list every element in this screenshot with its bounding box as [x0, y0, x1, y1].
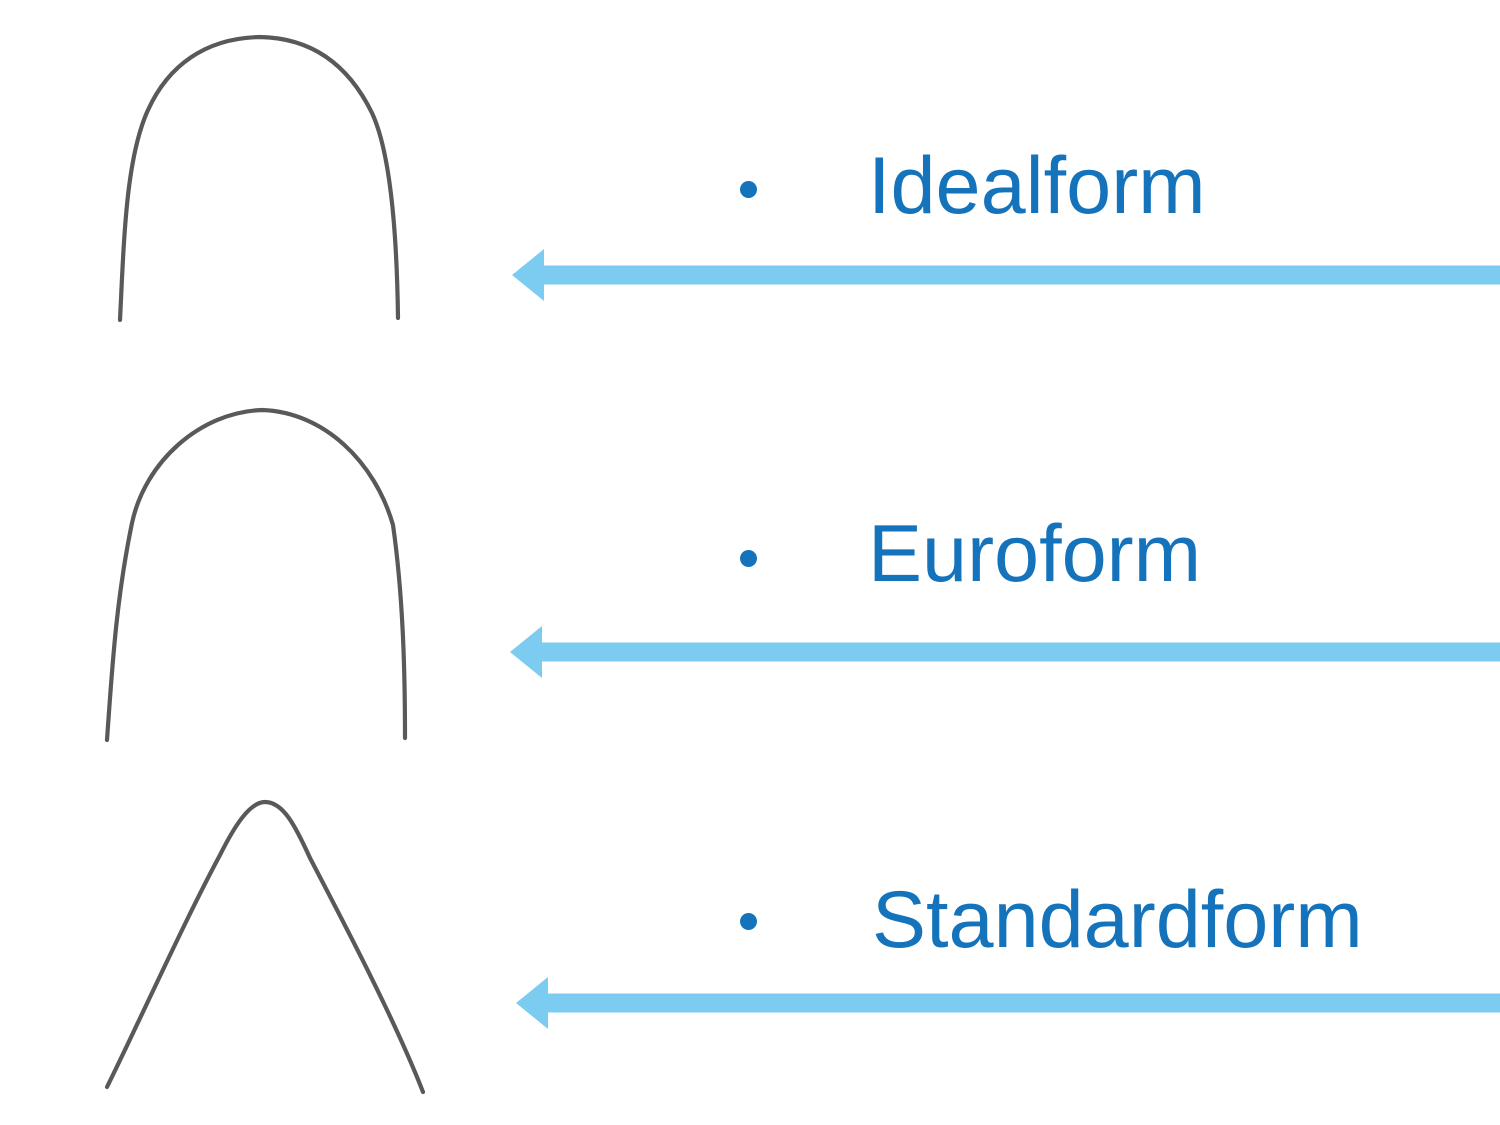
- idealform-archwire-drawing: [117, 34, 401, 323]
- arrow-shape: [510, 626, 1500, 678]
- standardform-wire-curve: [104, 799, 426, 1095]
- left-arrow-icon-euroform: [510, 626, 1500, 678]
- bullet-icon: [740, 913, 757, 930]
- label-euroform: Euroform: [868, 509, 1202, 599]
- label-idealform: Idealform: [868, 141, 1206, 231]
- euroform-archwire-drawing: [104, 407, 408, 743]
- left-arrow-icon-idealform: [512, 249, 1500, 301]
- idealform-wire-curve: [117, 34, 401, 323]
- euroform-wire-curve: [104, 407, 408, 743]
- left-arrow-icon-standardform: [516, 977, 1500, 1029]
- bullet-icon: [740, 550, 757, 567]
- arrow-shape: [512, 249, 1500, 301]
- bullet-icon: [740, 181, 757, 198]
- standardform-archwire-drawing: [104, 799, 426, 1095]
- arrow-shape: [516, 977, 1500, 1029]
- label-standardform: Standardform: [872, 875, 1363, 965]
